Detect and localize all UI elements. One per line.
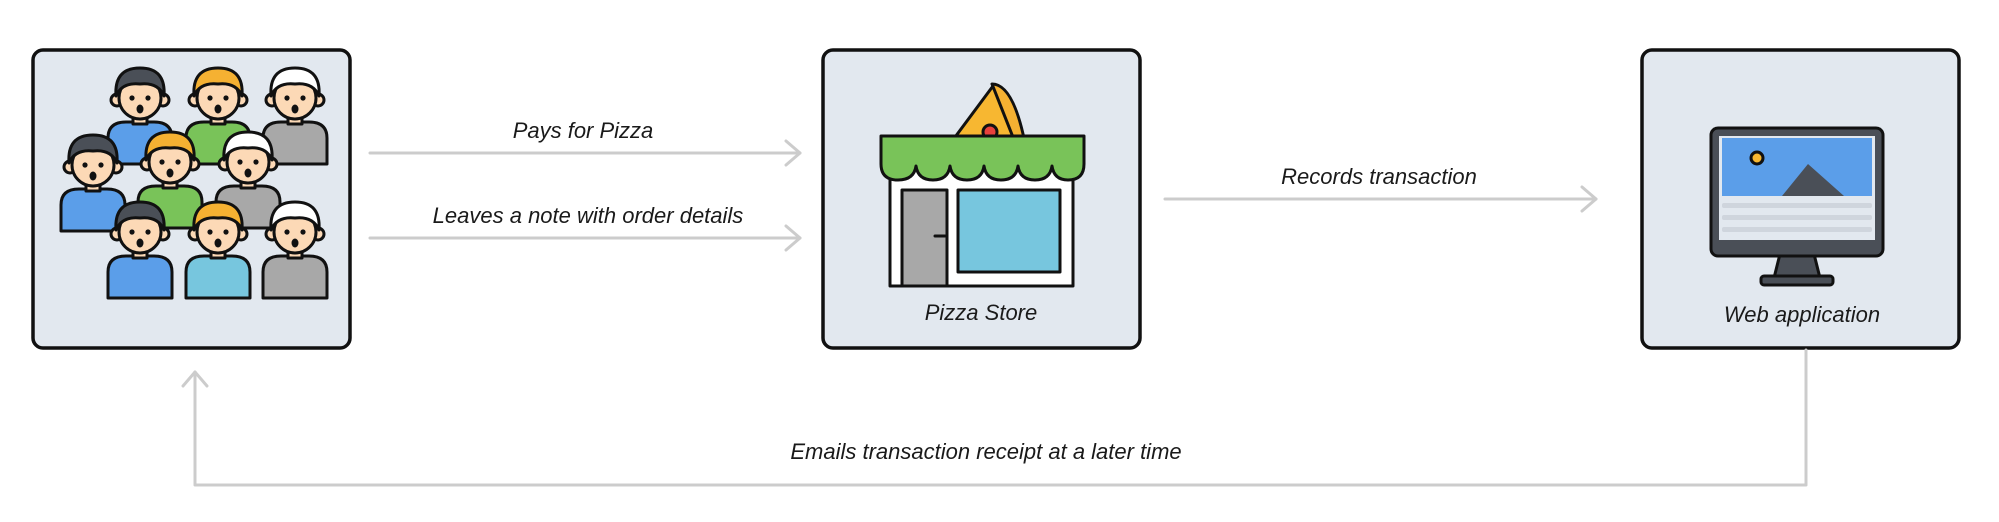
web-application-label: Web application bbox=[1724, 302, 1880, 327]
edge-label-pays: Pays for Pizza bbox=[513, 118, 654, 143]
pizza-store-node: Pizza Store bbox=[821, 48, 1142, 350]
computer-monitor-icon bbox=[1709, 126, 1885, 287]
edge-note: Leaves a note with order details bbox=[368, 203, 802, 252]
edge-label-emails: Emails transaction receipt at a later ti… bbox=[790, 439, 1181, 464]
customers-node bbox=[31, 48, 352, 350]
web-application-node: Web application bbox=[1640, 48, 1961, 350]
edge-label-records: Records transaction bbox=[1281, 164, 1477, 189]
pizza-store-icon bbox=[879, 82, 1086, 288]
edge-emails: Emails transaction receipt at a later ti… bbox=[181, 348, 1808, 487]
edge-pays: Pays for Pizza bbox=[368, 118, 802, 167]
edge-records: Records transaction bbox=[1163, 164, 1598, 213]
edge-label-note: Leaves a note with order details bbox=[433, 203, 744, 228]
pizza-store-label: Pizza Store bbox=[925, 300, 1038, 325]
